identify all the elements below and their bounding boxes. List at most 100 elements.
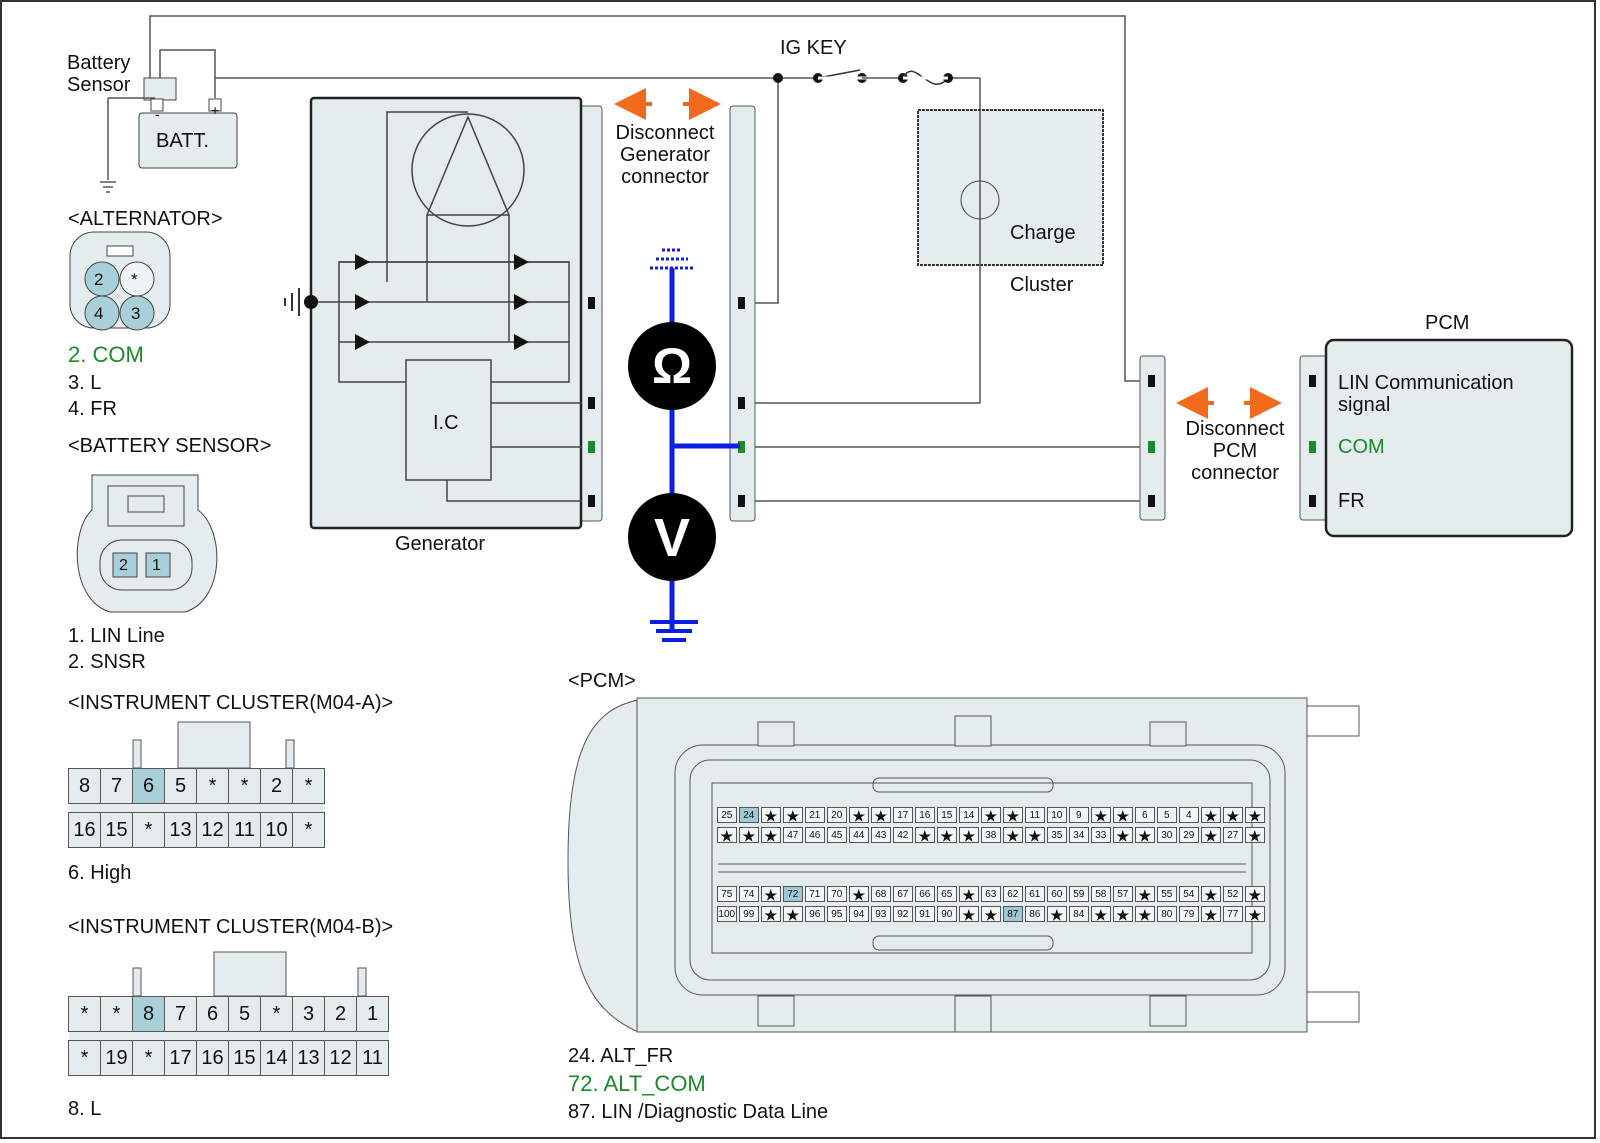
pcm-pin: 16	[915, 807, 935, 823]
pcm-pin: 91	[915, 906, 935, 922]
pcm-pin: 44	[849, 827, 869, 843]
pcm-pin: ★	[1113, 807, 1133, 824]
bs-pin-1: 1	[152, 557, 161, 574]
pcm-connector-title: <PCM>	[568, 670, 636, 692]
generator-box	[309, 96, 583, 530]
rectifier-diodes	[355, 254, 529, 350]
pcm-pin: ★	[783, 807, 803, 824]
pcm-pin: 61	[1025, 886, 1045, 902]
m04a-housing	[132, 721, 295, 769]
pcm-pin: 59	[1069, 886, 1089, 902]
ground-icon	[100, 181, 116, 193]
pcm-pin: 17	[893, 807, 913, 823]
pin-cell: 12	[196, 812, 229, 848]
generator-ground-icon	[284, 288, 300, 316]
pin-cell: 8	[132, 996, 165, 1032]
ig-key-switch	[773, 69, 953, 85]
pin-cell: 10	[260, 812, 293, 848]
pcm-pin: ★	[1201, 827, 1221, 844]
pcm-legend-24: 24. ALT_FR	[568, 1045, 674, 1067]
pcm-pin: 54	[1179, 886, 1199, 902]
pcm-pin: 21	[805, 807, 825, 823]
pcm-pin: 75	[717, 886, 737, 902]
pcm-pin: ★	[1003, 807, 1023, 824]
pcm-pin: ★	[761, 886, 781, 903]
pcm-pin: 70	[827, 886, 847, 902]
pcm-pin: ★	[959, 827, 979, 844]
pcm-pin: 80	[1157, 906, 1177, 922]
pcm-harness-connector	[1139, 355, 1166, 521]
pcm-pin: 29	[1179, 827, 1199, 843]
pcm-pin: ★	[1223, 807, 1243, 824]
pin-cell: 16	[196, 1040, 229, 1076]
pcm-pin: ★	[761, 827, 781, 844]
pcm-pin: 30	[1157, 827, 1177, 843]
pcm-pin: ★	[1201, 906, 1221, 923]
bs-legend-1: 1. LIN Line	[68, 625, 165, 647]
pcm-lin-label-2: signal	[1338, 394, 1391, 416]
pcm-pin: ★	[937, 827, 957, 844]
pin-cell: *	[68, 996, 101, 1032]
pcm-com-label: COM	[1338, 436, 1385, 458]
disconnect-pcm-line3: connector	[1191, 462, 1279, 484]
pin-cell: 11	[228, 812, 261, 848]
m04b-legend: 8. L	[68, 1098, 102, 1120]
pin-cell: 3	[292, 996, 325, 1032]
pcm-pin: 65	[937, 886, 957, 902]
pcm-pin: 94	[849, 906, 869, 922]
ohmmeter-icon	[628, 322, 716, 410]
pin-cell: 13	[164, 812, 197, 848]
pin-cell: 19	[100, 1040, 133, 1076]
charge-label: Charge	[1010, 222, 1076, 244]
pcm-pin: ★	[1201, 807, 1221, 824]
pin-cell: *	[100, 996, 133, 1032]
pcm-pin: 46	[805, 827, 825, 843]
pcm-pin: 93	[871, 906, 891, 922]
bs-pin-2: 2	[119, 557, 128, 574]
pin-cell: 13	[292, 1040, 325, 1076]
pin-cell: 1	[356, 996, 389, 1032]
pin-cell: 15	[100, 812, 133, 848]
pin-cell: 14	[260, 1040, 293, 1076]
pcm-pin: 11	[1025, 807, 1045, 823]
pcm-pin: 71	[805, 886, 825, 902]
pcm-pin: 63	[981, 886, 1001, 902]
pin-cell: *	[228, 768, 261, 804]
pcm-pin: 72	[783, 886, 803, 902]
pcm-pin: 9	[1069, 807, 1089, 823]
pcm-pin: 24	[739, 807, 759, 823]
pcm-pin: 86	[1025, 906, 1045, 922]
alt-legend-fr: 4. FR	[68, 398, 117, 420]
pcm-connector-drawing	[567, 697, 1360, 1033]
pcm-pin: 57	[1113, 886, 1133, 902]
battery-sensor-label-1: Battery	[67, 52, 131, 74]
battery-sensor-title: <BATTERY SENSOR>	[68, 435, 272, 457]
m04a-legend: 6. High	[68, 862, 132, 884]
battery-sensor-box	[143, 77, 177, 101]
pin-cell: 11	[356, 1040, 389, 1076]
pcm-pin: ★	[1245, 827, 1265, 844]
pcm-pin: ★	[1245, 906, 1265, 923]
alt-pin-3: 3	[131, 304, 141, 323]
generator-label: Generator	[395, 533, 486, 555]
pin-cell: *	[132, 1040, 165, 1076]
pcm-pin: ★	[1113, 827, 1133, 844]
pin-cell: 2	[260, 768, 293, 804]
pin-cell: 17	[164, 1040, 197, 1076]
battery-sensor-connector-drawing	[76, 474, 218, 613]
pcm-pin: 25	[717, 807, 737, 823]
pcm-pin: 43	[871, 827, 891, 843]
pcm-pin: ★	[1135, 906, 1155, 923]
pcm-pin: 96	[805, 906, 825, 922]
pcm-lin-label-1: LIN Communication	[1338, 372, 1514, 394]
pcm-pin: 68	[871, 886, 891, 902]
pcm-pin: 5	[1157, 807, 1177, 823]
disconnect-pcm-line2: PCM	[1212, 440, 1258, 462]
alt-pin-4: 4	[94, 304, 104, 323]
